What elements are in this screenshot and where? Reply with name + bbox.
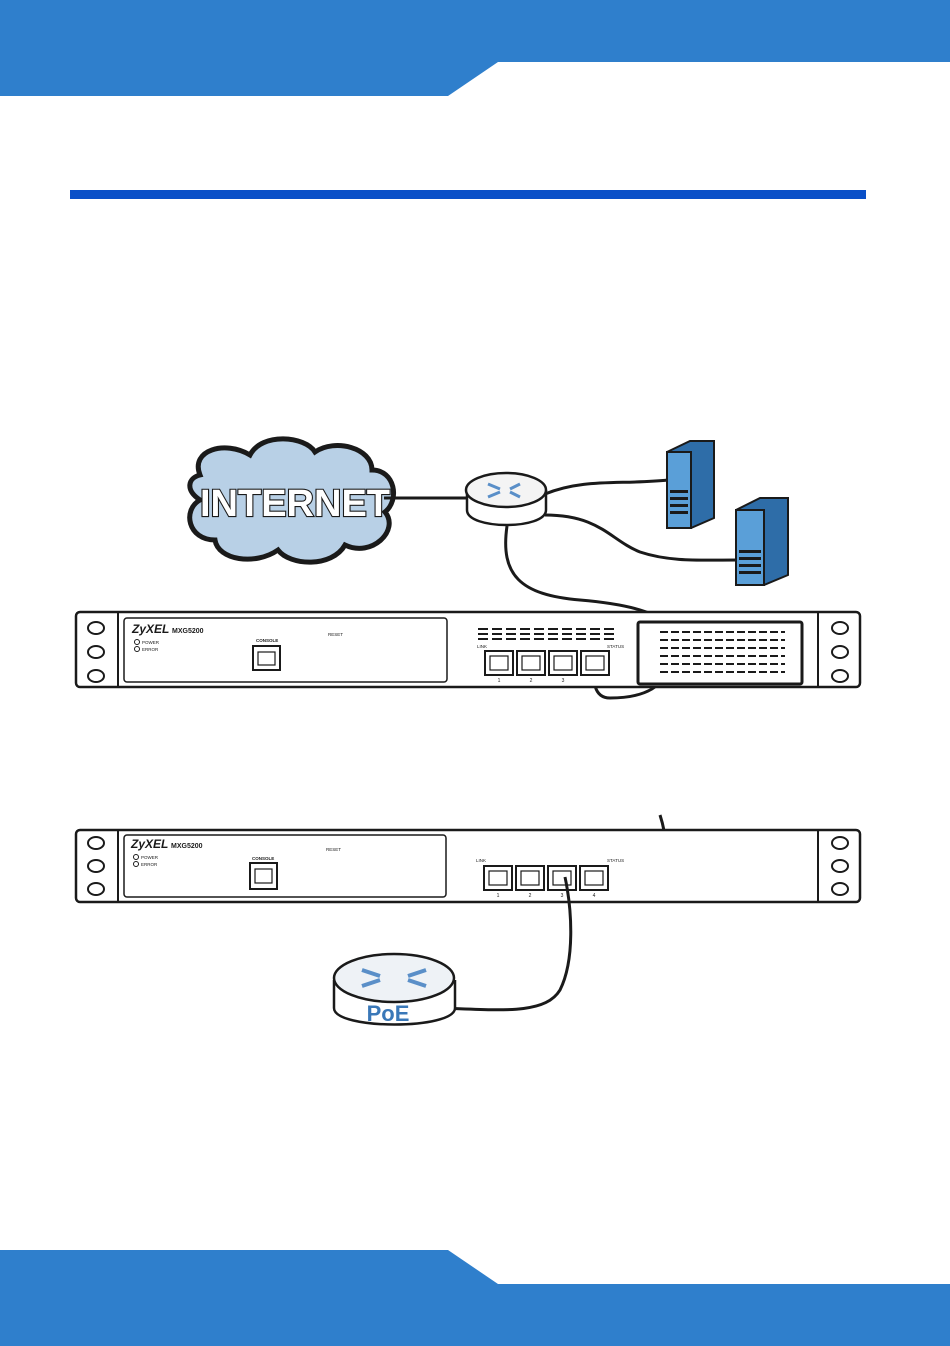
port-1-label: 1 [498, 678, 501, 684]
router-icon [466, 473, 546, 525]
internet-cloud: INTERNET [190, 439, 394, 562]
poe-router-icon: PoE [334, 954, 455, 1026]
internet-label: INTERNET [200, 483, 390, 525]
ethernet-port[interactable] [484, 866, 512, 890]
power-led-label: POWER [142, 640, 160, 645]
port-1-label: 1 [497, 893, 500, 899]
mxg5200-device: ZyXEL MXG5200 POWER ERROR CONSOLE RESET … [76, 612, 860, 687]
link-label: LINK [476, 858, 486, 863]
error-led-label: ERROR [142, 647, 159, 652]
title-rule [70, 190, 866, 199]
server-icon [736, 498, 788, 585]
port-3-label: 3 [561, 893, 564, 899]
console-port[interactable] [253, 646, 280, 670]
ethernet-port[interactable] [516, 866, 544, 890]
status-label: STATUS [607, 858, 624, 863]
header-band [0, 0, 950, 100]
error-led-label: ERROR [141, 862, 158, 867]
poe-label: PoE [367, 1001, 410, 1026]
ethernet-port[interactable] [581, 651, 609, 675]
network-diagram-poe: ZyXEL MXG5200 POWER ERROR CONSOLE RESET … [0, 800, 950, 1040]
ethernet-port[interactable] [549, 651, 577, 675]
ethernet-port[interactable] [548, 866, 576, 890]
reset-label: RESET [326, 847, 341, 852]
network-diagram-internet: INTERNET [0, 430, 950, 710]
ethernet-port[interactable] [580, 866, 608, 890]
device-brand: ZyXEL [130, 837, 168, 851]
console-label: CONSOLE [252, 856, 274, 861]
port-2-label: 2 [529, 893, 532, 899]
power-led-label: POWER [141, 855, 159, 860]
ethernet-port[interactable] [485, 651, 513, 675]
device-model: MXG5200 [172, 628, 204, 635]
console-label: CONSOLE [256, 638, 278, 643]
port-2-label: 2 [530, 678, 533, 684]
device-model: MXG5200 [171, 843, 203, 850]
footer-band [0, 1246, 950, 1346]
link-label: LINK [477, 644, 487, 649]
server-icon [667, 441, 714, 528]
port-4-label: 4 [593, 893, 596, 899]
console-port[interactable] [250, 863, 277, 889]
reset-label: RESET [328, 632, 343, 637]
ethernet-port[interactable] [517, 651, 545, 675]
status-label: STATUS [607, 644, 624, 649]
mxg5200-device: ZyXEL MXG5200 POWER ERROR CONSOLE RESET … [76, 830, 860, 902]
port-3-label: 3 [562, 678, 565, 684]
device-brand: ZyXEL [131, 622, 169, 636]
